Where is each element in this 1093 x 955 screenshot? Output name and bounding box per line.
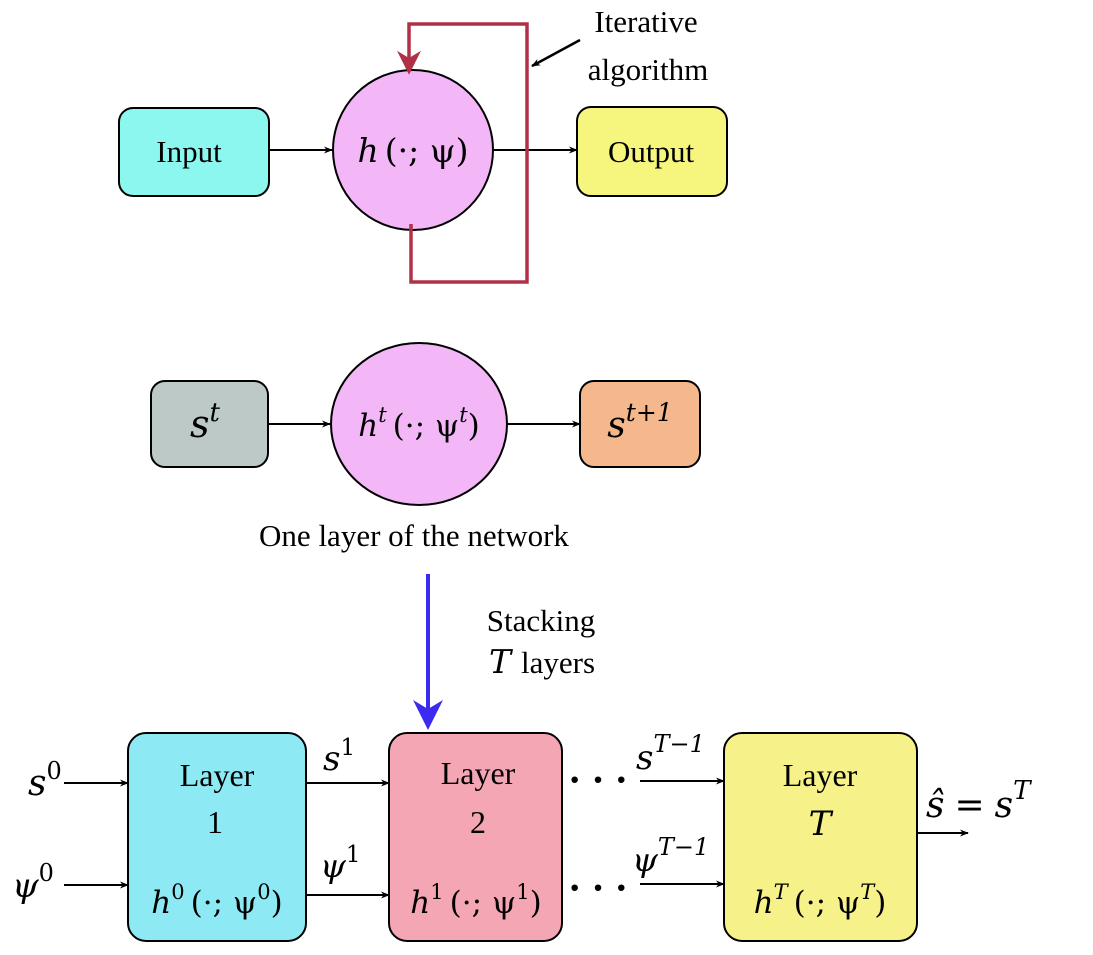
s0-label: s0 bbox=[28, 757, 62, 804]
output-label: Output bbox=[608, 134, 695, 169]
input-box bbox=[118, 107, 270, 197]
s1-label: s1 bbox=[323, 735, 355, 779]
stacking-label-line1: Stacking bbox=[487, 603, 596, 638]
one-layer-section: st ht(·; ψt) st+1 One layer of the netwo… bbox=[150, 342, 701, 553]
layer-function-label: ht(·; ψt) bbox=[358, 403, 480, 444]
layer-T-function: hT(·; ψT) bbox=[754, 880, 887, 921]
input-label: Input bbox=[156, 134, 222, 169]
layer-1-function: h0(·; ψ0) bbox=[151, 880, 282, 921]
output-box bbox=[576, 106, 728, 197]
iterative-algorithm-section: Input h(·; ψ) Output Iterative algorithm bbox=[118, 4, 728, 284]
psi0-label: ψ0 bbox=[12, 859, 54, 906]
iteration-loop-arrow bbox=[397, 22, 529, 284]
iterative-label-line1: Iterative bbox=[594, 4, 697, 39]
psi1-label: ψ1 bbox=[320, 842, 361, 885]
layer-1-title: Layer bbox=[180, 757, 255, 793]
ellipsis-top: · · · bbox=[568, 757, 628, 802]
one-layer-caption: One layer of the network bbox=[259, 518, 569, 553]
layer-1-number: 1 bbox=[207, 804, 223, 840]
psiT-1-label: ψT−1 bbox=[632, 833, 709, 879]
layer-2-number: 2 bbox=[470, 804, 486, 840]
layer-T-title: Layer bbox=[783, 757, 858, 793]
sT-1-label: sT−1 bbox=[636, 730, 705, 778]
ellipsis-bottom: · · · bbox=[568, 865, 628, 910]
state-t-plus-1-box bbox=[579, 380, 701, 468]
state-t-plus-1-label: st+1 bbox=[607, 398, 672, 446]
iterative-annotation-arrow bbox=[531, 38, 581, 68]
state-t-label: st bbox=[190, 398, 221, 446]
final-output-label: ŝ=sT bbox=[926, 776, 1032, 826]
layer-T-number: T bbox=[809, 804, 834, 844]
layer-2-function: h1(·; ψ1) bbox=[410, 880, 541, 921]
iterative-label-line2: algorithm bbox=[588, 52, 709, 87]
layer-2-title: Layer bbox=[441, 755, 516, 791]
stacked-network-section: s0 ψ0 Layer 1 h0(·; ψ0) s1 ψ1 Layer 2 h1… bbox=[12, 730, 1032, 942]
h-function-label: h(·; ψ) bbox=[358, 131, 469, 170]
layer-1-box bbox=[127, 732, 307, 942]
layer-2-box bbox=[388, 732, 563, 942]
layer-T-box bbox=[723, 732, 918, 942]
